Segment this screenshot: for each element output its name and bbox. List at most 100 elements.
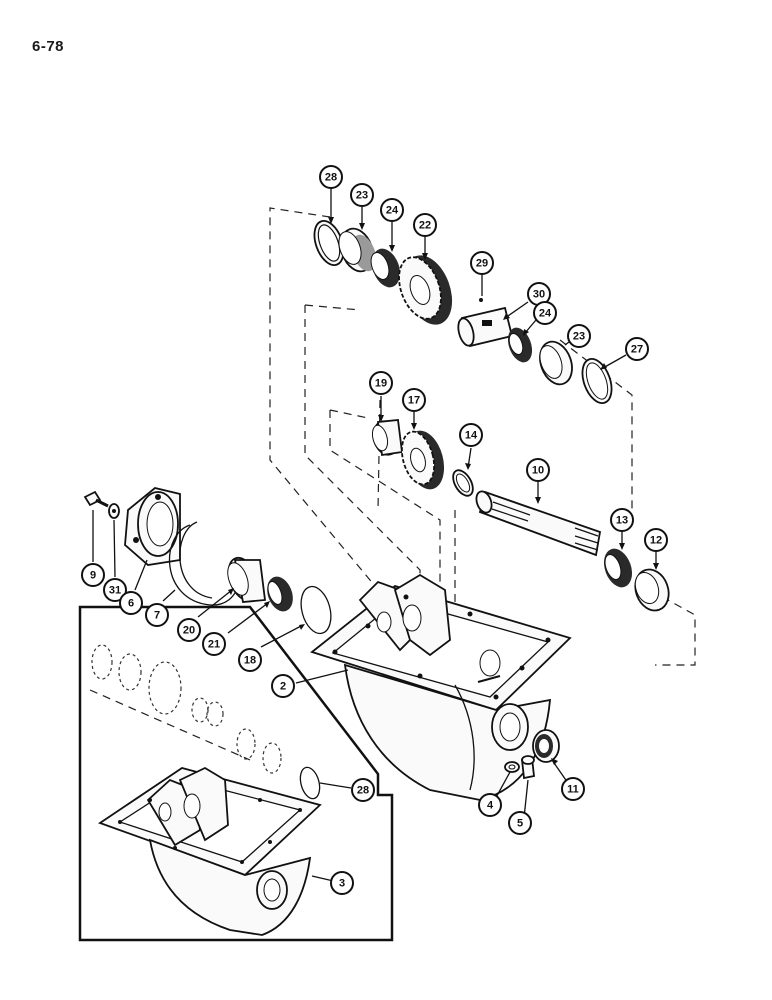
bearing-cone-13 xyxy=(603,548,633,588)
callout-circle xyxy=(81,563,105,587)
bolt-9 xyxy=(83,490,109,508)
bearing-cup-20 xyxy=(227,556,267,603)
callout-circle xyxy=(470,251,494,275)
callout-number: 19 xyxy=(375,378,387,390)
callout-number: 22 xyxy=(419,220,431,232)
bushing-19 xyxy=(371,419,404,457)
callout-31: 31 xyxy=(103,578,127,602)
gear-17 xyxy=(401,430,445,490)
shaft-10 xyxy=(475,490,602,557)
callout-number: 2 xyxy=(280,681,286,693)
callout-3: 3 xyxy=(330,871,354,895)
callout-number: 7 xyxy=(154,610,160,622)
bearing-cone-21 xyxy=(267,576,293,612)
assembly-guide-lines xyxy=(269,207,696,690)
callout-27: 27 xyxy=(625,337,649,361)
bearing-cup-12 xyxy=(634,568,670,612)
callout-number: 31 xyxy=(109,585,121,597)
callout-number: 28 xyxy=(325,172,337,184)
callout-labels: 2823242229302423271917141013129316720211… xyxy=(81,165,668,895)
callout-number: 18 xyxy=(244,655,256,667)
callout-circle xyxy=(508,811,532,835)
bearing-cup-23-lower xyxy=(539,340,573,386)
callout-circle xyxy=(271,674,295,698)
callout-number: 21 xyxy=(208,639,220,651)
callout-9: 9 xyxy=(81,563,105,587)
callout-circle xyxy=(402,388,426,412)
callout-20: 20 xyxy=(177,618,201,642)
callout-circle xyxy=(103,578,127,602)
callout-number: 6 xyxy=(128,598,134,610)
callout-2: 2 xyxy=(271,674,295,698)
callout-12: 12 xyxy=(644,528,668,552)
o-ring-18 xyxy=(300,585,332,635)
callout-29: 29 xyxy=(470,251,494,275)
callout-number: 29 xyxy=(476,258,488,270)
pin-29 xyxy=(479,298,483,302)
callout-30: 30 xyxy=(527,282,551,306)
shim-7 xyxy=(168,521,241,606)
bearing-cone-24-lower xyxy=(507,327,533,363)
callout-circle xyxy=(644,528,668,552)
callout-24: 24 xyxy=(380,198,404,222)
callout-number: 24 xyxy=(386,205,399,217)
alternate-housing-inset xyxy=(78,605,394,942)
callout-number: 12 xyxy=(650,535,662,547)
callout-19: 19 xyxy=(369,371,393,395)
callout-circle xyxy=(350,183,374,207)
callout-circle xyxy=(319,165,343,189)
callout-number: 14 xyxy=(465,430,478,442)
housing-2 xyxy=(310,573,572,801)
callout-13: 13 xyxy=(610,508,634,532)
callout-circle xyxy=(459,423,483,447)
callout-circle xyxy=(369,371,393,395)
callout-circle xyxy=(625,337,649,361)
snap-ring-27 xyxy=(581,358,613,404)
callout-7: 7 xyxy=(145,603,169,627)
callout-5: 5 xyxy=(508,811,532,835)
callout-number: 3 xyxy=(339,878,345,890)
callout-6: 6 xyxy=(119,591,143,615)
washer-31 xyxy=(108,503,120,519)
seal-11 xyxy=(532,729,560,763)
callout-23: 23 xyxy=(350,183,374,207)
snap-ring-14 xyxy=(452,469,474,497)
callout-14: 14 xyxy=(459,423,483,447)
callout-number: 20 xyxy=(183,625,195,637)
callout-number: 17 xyxy=(408,395,420,407)
callout-circle xyxy=(478,793,502,817)
washer-4 xyxy=(504,761,520,773)
callout-number: 5 xyxy=(517,818,523,830)
callout-17: 17 xyxy=(402,388,426,412)
callout-number: 27 xyxy=(631,344,643,356)
gear-22 xyxy=(398,255,453,325)
callout-number: 10 xyxy=(532,465,544,477)
callout-circle xyxy=(380,198,404,222)
callout-number: 30 xyxy=(533,289,545,301)
callout-circle xyxy=(330,871,354,895)
callout-21: 21 xyxy=(202,632,226,656)
sleeve-30 xyxy=(457,306,514,348)
plug-5 xyxy=(521,755,535,780)
callout-4: 4 xyxy=(478,793,502,817)
callout-circle xyxy=(202,632,226,656)
callout-28: 28 xyxy=(351,778,375,802)
callout-23: 23 xyxy=(567,324,591,348)
callout-circle xyxy=(610,508,634,532)
callout-number: 4 xyxy=(487,800,494,812)
callout-circle xyxy=(567,324,591,348)
callout-number: 13 xyxy=(616,515,628,527)
page-number: 6-78 xyxy=(32,38,65,55)
callout-number: 23 xyxy=(356,190,368,202)
callout-circle xyxy=(119,591,143,615)
callout-circle xyxy=(351,778,375,802)
callout-number: 23 xyxy=(573,331,585,343)
callout-number: 11 xyxy=(567,784,579,796)
callout-22: 22 xyxy=(413,213,437,237)
snap-ring-28 xyxy=(313,220,345,266)
callout-number: 9 xyxy=(90,570,96,582)
callout-10: 10 xyxy=(526,458,550,482)
callout-24: 24 xyxy=(533,301,557,325)
retainer-6 xyxy=(124,487,181,566)
